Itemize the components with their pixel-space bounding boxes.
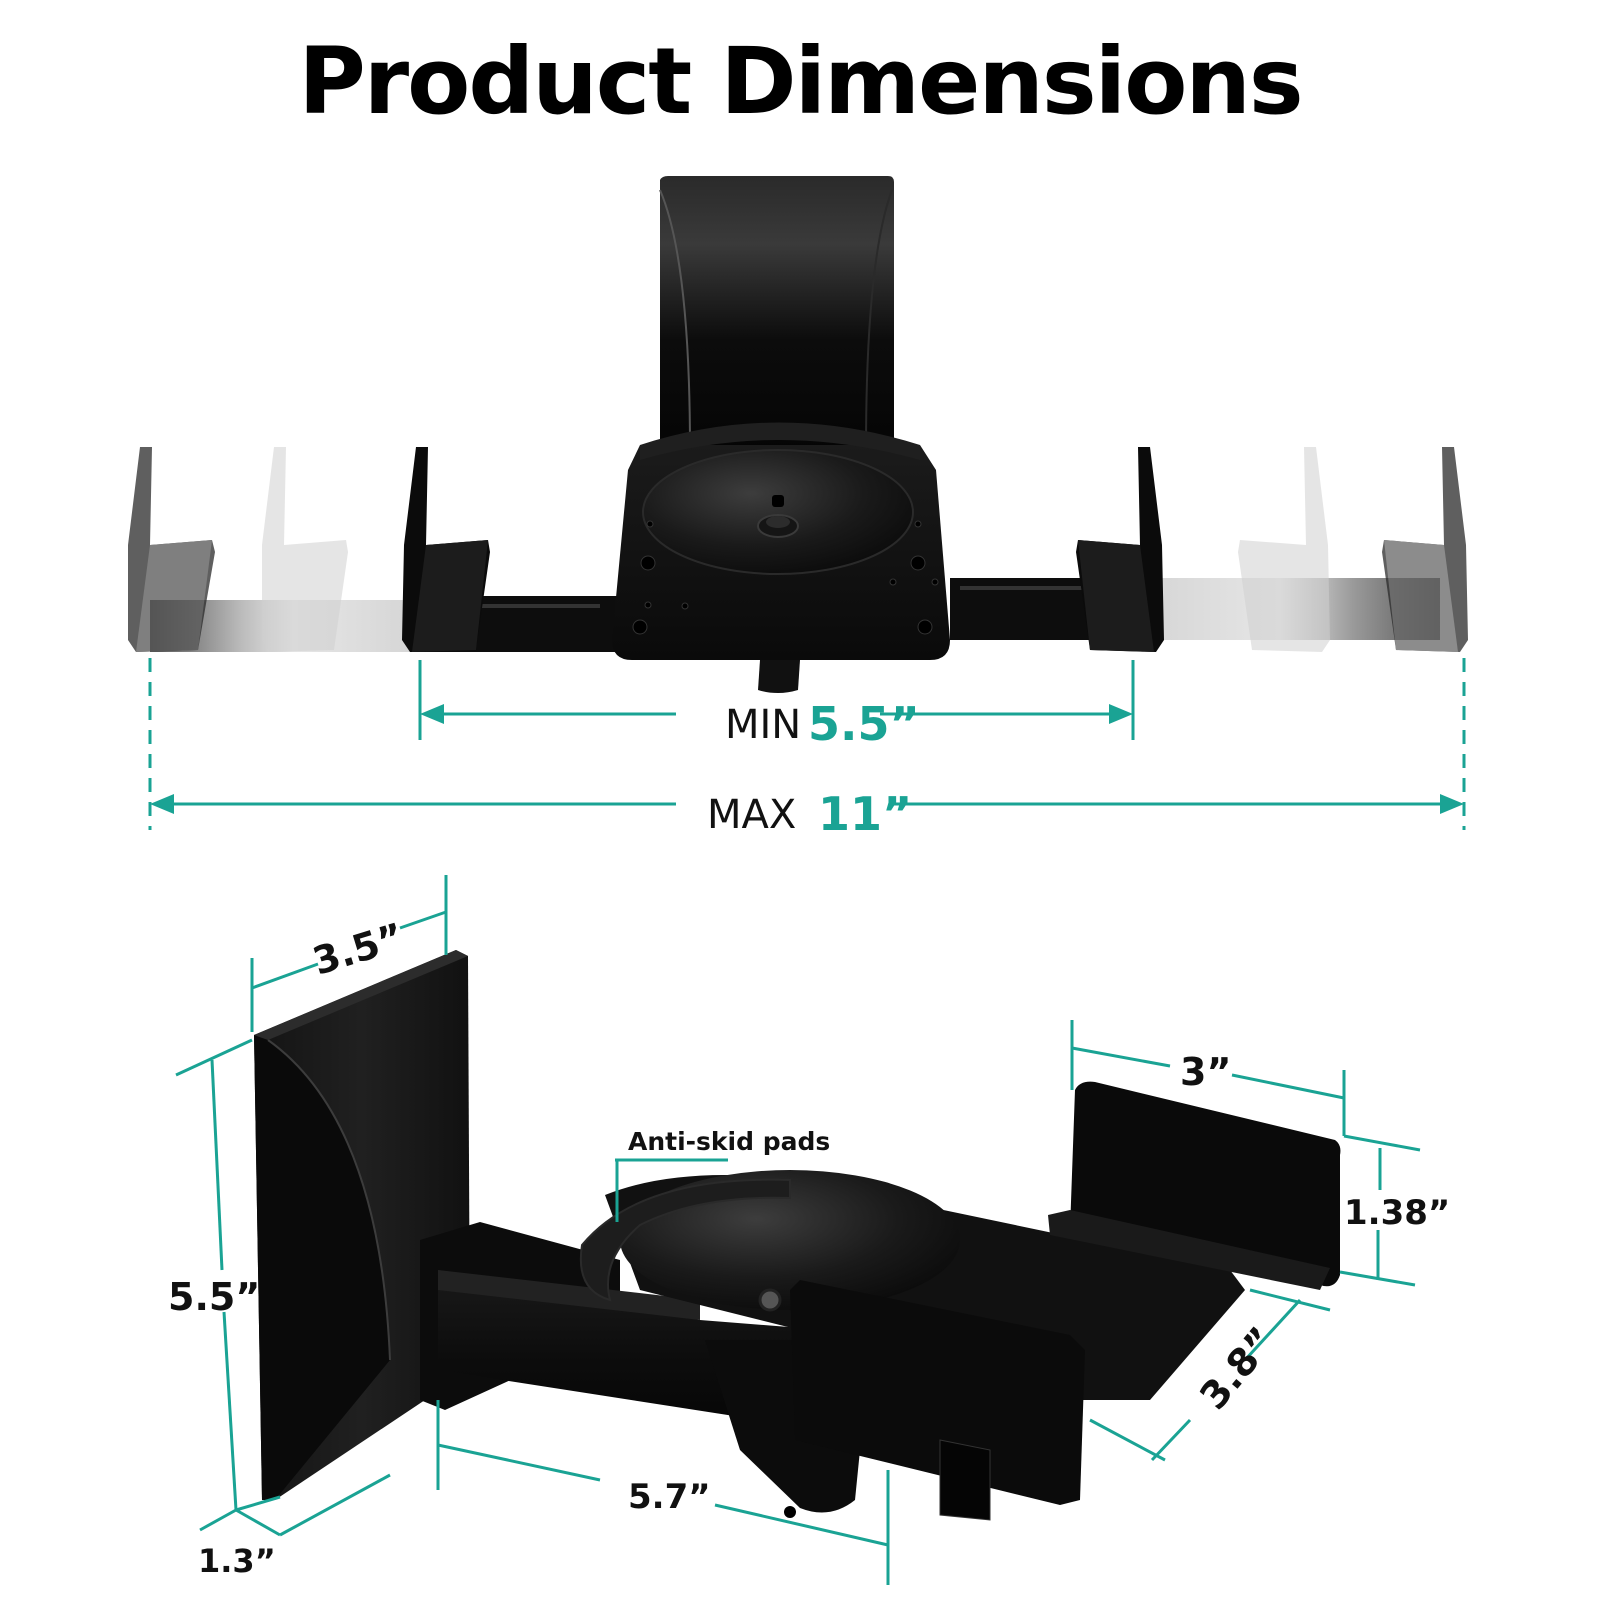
page-title: Product Dimensions	[298, 28, 1303, 135]
max-label: MAX	[707, 792, 796, 838]
clamp-left-min	[402, 447, 490, 652]
clamp-left-mid	[262, 447, 348, 652]
wall-plate	[660, 176, 894, 450]
pivot-knob	[758, 660, 800, 693]
front-clamp	[790, 1280, 1085, 1505]
side-view-mount	[254, 950, 1341, 1521]
clamp-right-mid	[1238, 447, 1330, 652]
dim-clamp-height: 1.38”	[1344, 1193, 1450, 1233]
dim-arm-length: 5.7”	[628, 1477, 711, 1517]
clamp-right-max	[1382, 447, 1468, 652]
dim-wall-plate-height: 5.5”	[168, 1275, 260, 1319]
side-dimension-lines	[175, 875, 1421, 1585]
top-view-mount	[128, 176, 1468, 693]
min-label: MIN	[725, 702, 801, 748]
max-value: 11”	[818, 787, 912, 841]
min-dimension	[418, 660, 1135, 740]
dim-wall-plate-width: 3.5”	[308, 915, 409, 984]
clamp-left-max	[128, 447, 215, 652]
anti-skid-pad	[640, 422, 920, 460]
anti-skid-pad-3d	[579, 1178, 791, 1302]
swivel-dish	[642, 449, 914, 575]
min-value: 5.5”	[808, 697, 920, 751]
anti-skid-callout: Anti-skid pads	[628, 1127, 830, 1156]
clamp-right-min	[1076, 447, 1164, 652]
dim-clamp-width: 3”	[1180, 1050, 1231, 1094]
max-dimension	[148, 658, 1466, 830]
dim-wall-plate-depth: 1.3”	[198, 1542, 276, 1580]
swivel-dish-3d	[620, 1170, 960, 1310]
